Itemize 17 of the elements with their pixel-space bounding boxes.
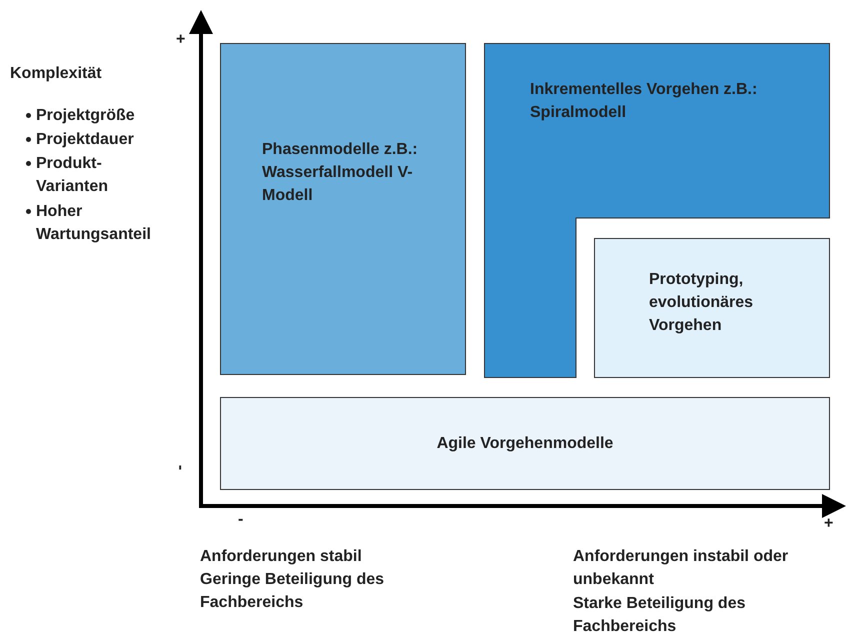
box-text: Agile Vorgehenmodelle xyxy=(436,434,614,454)
box-text: Inkrementelles Vorgehen z.B.: Spiralmodell xyxy=(530,80,758,123)
bullet-item: Projektgröße xyxy=(36,106,136,126)
axis-description: Starke Beteiligung des Fachbereichs xyxy=(573,594,746,637)
box-text: Phasenmodelle z.B.: Wasserfallmodell V-Modell xyxy=(262,140,419,206)
axis-description: Anforderungen instabil oder unbekannt xyxy=(573,547,790,590)
box-text: Prototyping, evolutionäres Vorgehen xyxy=(649,270,754,336)
axis-plus-sign: + xyxy=(824,514,834,534)
axis-description: Geringe Beteiligung des Fachbereichs xyxy=(200,570,386,613)
bullet-item: Produkt- Varianten xyxy=(36,154,110,197)
bullet-item: Hoher Wartungsanteil xyxy=(36,202,152,245)
axis-plus-sign: + xyxy=(176,30,186,50)
axis-description: Anforderungen stabil xyxy=(200,547,362,567)
axis-title: Komplexität xyxy=(10,64,102,84)
axis-minus-sign: - xyxy=(171,464,190,470)
axis-minus-sign: - xyxy=(238,510,244,530)
bullet-item: Projektdauer xyxy=(36,130,135,150)
